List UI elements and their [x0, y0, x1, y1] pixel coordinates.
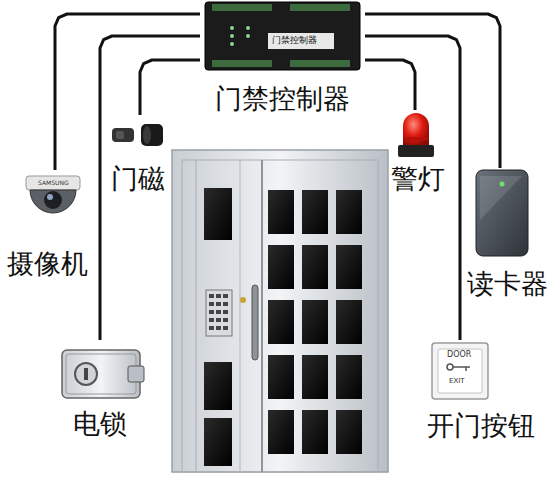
component-label: 门磁 [111, 163, 165, 195]
button-label: DOOR [447, 351, 471, 359]
card-reader-node: 读卡器 [455, 168, 560, 300]
controller-node: 门禁控制器 [200, 0, 365, 115]
component-label: 读卡器 [467, 268, 548, 300]
door-magnet-node: 门磁 [105, 115, 170, 195]
button-label: EXIT [449, 378, 465, 385]
alarm-light [398, 113, 434, 157]
door [172, 150, 388, 472]
camera [26, 176, 80, 213]
wire-connector [100, 36, 200, 340]
component-label: 摄像机 [7, 248, 88, 280]
component-label: 开门按钮 [427, 410, 535, 442]
camera-node: 摄像机 [0, 170, 95, 280]
device-label: 门禁控制器 [272, 36, 317, 45]
exit-button [432, 343, 488, 399]
wire-connector [365, 36, 460, 340]
exit-button-node: 开门按钮 [405, 340, 557, 442]
electric-lock [62, 350, 144, 398]
alarm-light-node: 警灯 [380, 110, 455, 195]
controller-device [205, 2, 360, 70]
component-label: 电锁 [73, 408, 127, 440]
brand-label: SAMSUNG [38, 180, 69, 186]
electric-lock-node: 电锁 [55, 340, 145, 440]
door-magnet [112, 124, 163, 146]
card-reader [476, 170, 528, 256]
wire-connector [140, 60, 200, 115]
component-label: 门禁控制器 [215, 83, 350, 115]
wire-connector [365, 60, 415, 110]
component-label: 警灯 [391, 163, 445, 195]
